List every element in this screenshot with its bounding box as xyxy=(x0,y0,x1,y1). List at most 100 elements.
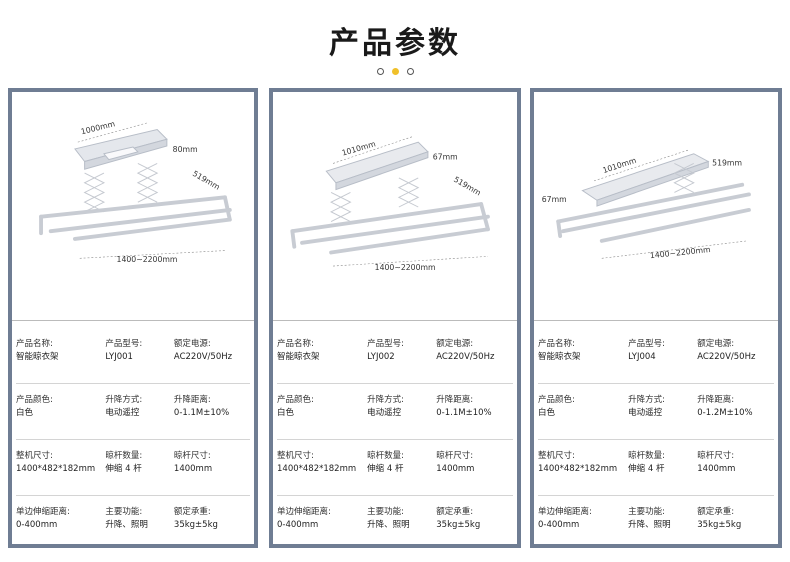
drying-rack-illustration: 1010mm 67mm 519mm 1400~2200mm xyxy=(542,149,751,260)
param-value: 升降、照明 xyxy=(628,520,671,530)
dim-height-label: 67mm xyxy=(542,195,567,204)
param-label: 单边伸缩距离: xyxy=(277,507,331,517)
carousel-dot[interactable] xyxy=(406,68,414,75)
param-row: 整机尺寸: 1400*482*182mm 晾杆数量: 伸缩 4 杆 晾杆尺寸: 140… xyxy=(538,440,774,496)
param-value: 35kg±5kg xyxy=(173,520,218,530)
dim-height-label: 80mm xyxy=(173,145,198,154)
dim-length-label: 1000mm xyxy=(80,119,116,136)
param-row: 产品颜色:白色 升降方式:电动遥控 升降距离:0-1.2M±10% xyxy=(538,384,774,440)
param-value: LYJ001 xyxy=(105,352,133,362)
dim-range-label: 1400~2200mm xyxy=(117,255,178,264)
param-value: LYJ004 xyxy=(628,352,656,362)
param-label: 主要功能: xyxy=(105,507,143,517)
param-value: AC220V/50Hz xyxy=(697,352,756,362)
dim-width-label: 519mm xyxy=(712,158,742,167)
param-value: 白色 xyxy=(277,408,295,418)
param-label: 产品名称: xyxy=(277,339,314,349)
product-card-2: 1010mm 67mm 519mm 1400~2200mm 产品名称: 智能晾衣架… xyxy=(269,88,521,548)
param-value: 1400*482*182mm xyxy=(277,464,357,474)
param-value: 智能晾衣架 xyxy=(277,352,320,362)
param-value: 1400mm xyxy=(173,464,213,474)
param-table: 产品名称:智能晾衣架 产品型号:LYJ001 额定电源:AC220V/50Hz … xyxy=(16,328,250,552)
product-image: 1000mm 80mm 519mm 1400~2200mm xyxy=(12,92,254,322)
param-value: 0-1.2M±10% xyxy=(697,408,753,418)
param-value: 伸缩 4 杆 xyxy=(367,464,404,474)
param-label: 额定承重: xyxy=(697,507,735,517)
param-value: 1400mm xyxy=(436,464,475,474)
param-row: 产品颜色:白色 升降方式:电动遥控 升降距离:0-1.1M±10% xyxy=(277,384,513,440)
param-label: 产品型号: xyxy=(105,339,143,349)
param-row: 单边伸缩距离: 0-400mm 主要功能: 升降、照明 额定承重: 35kg±5kg xyxy=(277,496,513,552)
product-card-3: 1010mm 67mm 519mm 1400~2200mm 产品名称:智能晾衣架… xyxy=(530,88,782,548)
dim-width-label: 519mm xyxy=(191,169,221,192)
dim-length-label: 1010mm xyxy=(341,139,377,157)
param-value: 升降、照明 xyxy=(105,520,148,530)
drying-rack-illustration: 1010mm 67mm 519mm 1400~2200mm xyxy=(290,136,490,272)
param-value: AC220V/50Hz xyxy=(173,352,233,362)
param-row: 单边伸缩距离:0-400mm 主要功能:升降、照明 额定承重:35kg±5kg xyxy=(538,496,774,552)
param-label: 产品型号: xyxy=(367,339,405,349)
param-label: 额定电源: xyxy=(697,339,735,349)
carousel-dot-active[interactable] xyxy=(391,68,399,75)
param-row: 产品名称:智能晾衣架 产品型号:LYJ004 额定电源:AC220V/50Hz xyxy=(538,328,774,384)
param-row: 产品名称:智能晾衣架 产品型号:LYJ001 额定电源:AC220V/50Hz xyxy=(16,328,250,384)
param-value: 35kg±5kg xyxy=(697,520,742,530)
product-image: 1010mm 67mm 519mm 1400~2200mm xyxy=(273,92,517,322)
param-label: 主要功能: xyxy=(367,507,405,517)
param-label: 额定电源: xyxy=(436,339,474,349)
param-label: 晾杆尺寸: xyxy=(697,451,735,461)
carousel-dots xyxy=(0,68,790,75)
dim-length-label: 1010mm xyxy=(602,156,638,175)
separator xyxy=(534,320,778,321)
param-row: 整机尺寸:1400*482*182mm 晾杆数量:伸缩 4 杆 晾杆尺寸:140… xyxy=(16,440,250,496)
param-value: 0-400mm xyxy=(277,520,319,530)
param-table: 产品名称:智能晾衣架 产品型号:LYJ002 额定电源:AC220V/50Hz … xyxy=(277,328,513,552)
param-value: 35kg±5kg xyxy=(436,520,481,530)
param-value: 0-1.1M±10% xyxy=(173,408,230,418)
param-label: 单边伸缩距离: xyxy=(16,507,70,517)
dim-height-label: 67mm xyxy=(433,153,458,162)
param-label: 升降距离: xyxy=(697,395,735,405)
param-table: 产品名称:智能晾衣架 产品型号:LYJ004 额定电源:AC220V/50Hz … xyxy=(538,328,774,552)
param-label: 单边伸缩距离: xyxy=(538,507,592,517)
param-label: 产品名称: xyxy=(16,339,53,349)
param-label: 产品颜色: xyxy=(538,395,575,405)
param-value: 电动遥控 xyxy=(628,408,663,418)
param-value: 智能晾衣架 xyxy=(16,352,59,362)
param-label: 晾杆数量: xyxy=(628,451,666,461)
param-value: LYJ002 xyxy=(367,352,395,362)
drying-rack-illustration: 1000mm 80mm 519mm 1400~2200mm xyxy=(39,119,232,264)
param-label: 额定承重: xyxy=(436,507,474,517)
param-row: 整机尺寸:1400*482*182mm 晾杆数量:伸缩 4 杆 晾杆尺寸:140… xyxy=(277,440,513,496)
carousel-dot[interactable] xyxy=(376,68,384,75)
param-label: 整机尺寸: xyxy=(538,451,575,461)
product-card-1: 1000mm 80mm 519mm 1400~2200mm 产品名称: 智能晾衣架… xyxy=(8,88,258,548)
dim-range-label: 1400~2200mm xyxy=(649,245,711,260)
param-value: 1400*482*182mm xyxy=(16,464,96,474)
param-value: 1400*482*182mm xyxy=(538,464,618,474)
dim-range-label: 1400~2200mm xyxy=(375,263,436,272)
param-value: 伸缩 4 杆 xyxy=(628,464,665,474)
product-image: 1010mm 67mm 519mm 1400~2200mm xyxy=(534,92,778,322)
param-label: 产品型号: xyxy=(628,339,666,349)
param-value: 白色 xyxy=(16,408,34,418)
param-value: 升降、照明 xyxy=(367,520,410,530)
param-label: 主要功能: xyxy=(628,507,666,517)
param-value: AC220V/50Hz xyxy=(436,352,495,362)
param-value: 电动遥控 xyxy=(105,408,140,418)
param-label: 产品颜色: xyxy=(277,395,314,405)
param-label: 晾杆尺寸: xyxy=(173,451,211,461)
param-label: 升降距离: xyxy=(173,395,211,405)
param-label: 额定承重: xyxy=(173,507,211,517)
param-value: 1400mm xyxy=(697,464,736,474)
param-row: 产品颜色:白色 升降方式:电动遥控 升降距离:0-1.1M±10% xyxy=(16,384,250,440)
param-label: 晾杆数量: xyxy=(367,451,405,461)
param-value: 0-1.1M±10% xyxy=(436,408,492,418)
param-value: 电动遥控 xyxy=(367,408,402,418)
separator xyxy=(12,320,254,321)
param-label: 升降方式: xyxy=(367,395,405,405)
param-value: 0-400mm xyxy=(16,520,58,530)
param-label: 产品颜色: xyxy=(16,395,53,405)
param-label: 整机尺寸: xyxy=(16,451,53,461)
page-title: 产品参数 xyxy=(329,26,461,61)
